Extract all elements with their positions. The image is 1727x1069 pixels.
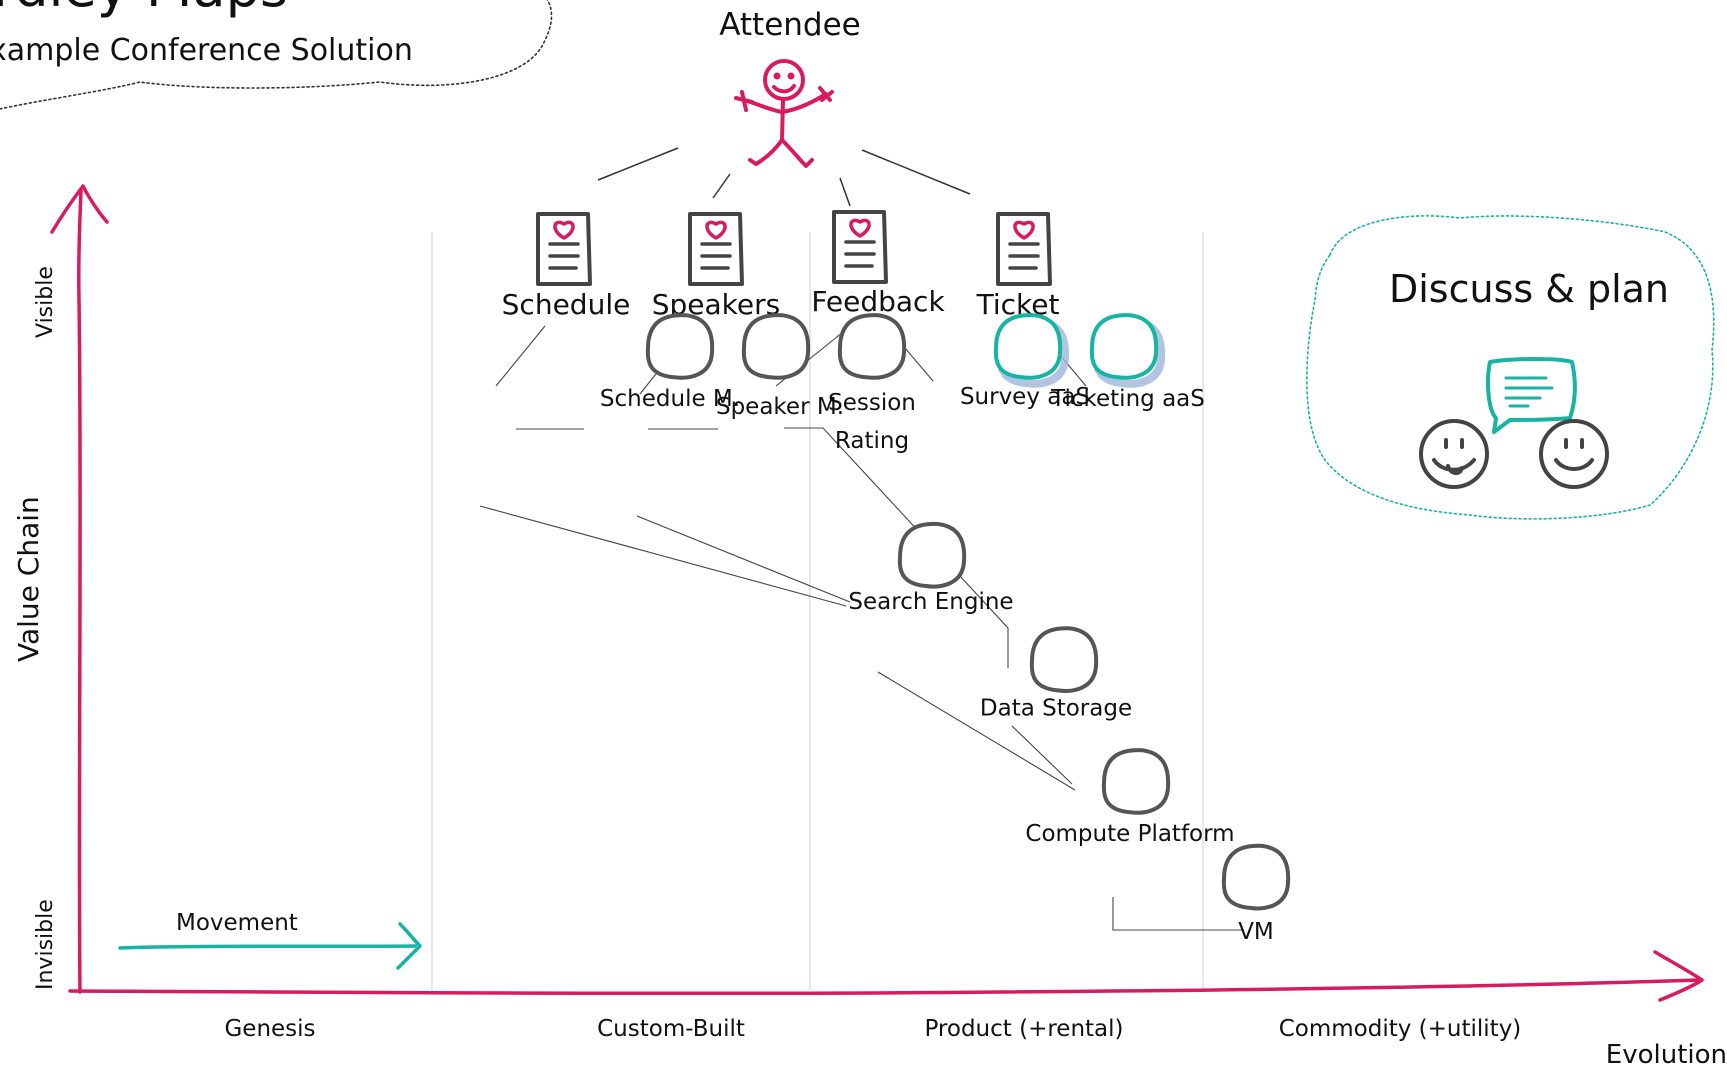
movement-legend: Movement	[118, 910, 422, 970]
link-sessionrating-datastorage	[784, 427, 1009, 668]
actor-attendee: Attendee	[719, 7, 861, 168]
x-axis-title: Evolution	[1606, 1040, 1727, 1069]
component-node	[1101, 748, 1171, 815]
link-actor-ticket	[861, 149, 971, 195]
component-survey-aas[interactable]: Survey aaS	[960, 313, 1090, 410]
component-label: Speaker M.	[716, 394, 844, 420]
link-compute-vm	[1112, 897, 1244, 931]
title-cloud: Wardley Maps Example Conference Solution	[0, 0, 553, 110]
person-icon	[734, 59, 834, 168]
component-node	[1221, 843, 1291, 911]
discuss-title: Discuss & plan	[1389, 267, 1669, 311]
component-label: Ticketing aaS	[1050, 386, 1205, 412]
document-heart-icon	[688, 212, 744, 286]
component-label: Survey aaS	[960, 384, 1090, 410]
link-actor-speakers	[712, 173, 731, 199]
component-label: Schedule M.	[600, 386, 740, 412]
smiley-right-icon	[1539, 419, 1609, 489]
component-node	[645, 313, 715, 380]
component-schedule-m[interactable]: Schedule M.	[600, 313, 740, 412]
actor-links	[597, 147, 971, 207]
component-node	[897, 521, 967, 589]
link-datastorage-compute	[1011, 725, 1073, 785]
document-heart-icon	[536, 212, 592, 286]
map-title: Wardley Maps	[0, 0, 288, 19]
stage-custom-built: Custom-Built	[597, 1016, 745, 1042]
y-axis-arrowhead	[50, 184, 109, 234]
component-node	[741, 313, 811, 380]
need-speakers: Speakers	[652, 212, 780, 321]
chat-bubble-icon	[1486, 357, 1577, 434]
y-axis: Value Chain Visible Invisible	[12, 184, 109, 994]
x-axis: Genesis Custom-Built Product (+rental) C…	[68, 950, 1727, 1069]
stage-product: Product (+rental)	[924, 1016, 1123, 1042]
need-label: Feedback	[811, 285, 945, 318]
discuss-cloud: Discuss & plan	[1306, 215, 1715, 520]
component-label: VM	[1238, 919, 1274, 945]
need-label: Schedule	[502, 288, 631, 321]
evolution-dividers	[431, 232, 1204, 990]
x-axis-line	[68, 978, 1702, 996]
link-speakerm-search	[636, 515, 851, 603]
link-schedule-schedulem	[495, 325, 546, 387]
link-actor-schedule	[597, 147, 679, 181]
y-axis-invisible: Invisible	[33, 899, 58, 990]
component-ticketing-aas[interactable]: Ticketing aaS	[1050, 313, 1205, 412]
movement-arrowhead	[396, 922, 422, 970]
movement-label: Movement	[176, 910, 298, 936]
y-axis-title: Value Chain	[12, 496, 45, 662]
need-feedback: Feedback	[811, 210, 945, 318]
movement-arrow-line	[118, 944, 417, 950]
y-axis-visible: Visible	[33, 266, 58, 338]
component-label: Search Engine	[848, 589, 1013, 615]
document-heart-icon	[996, 212, 1052, 286]
component-search-engine[interactable]: Search Engine	[848, 521, 1014, 615]
component-node	[837, 313, 907, 380]
component-label: Compute Platform	[1025, 821, 1234, 847]
link-schedulem-search	[479, 505, 847, 607]
component-data-storage[interactable]: Data Storage	[980, 626, 1132, 721]
component-node	[1089, 313, 1159, 380]
component-node	[993, 313, 1063, 380]
link-search-compute	[877, 671, 1076, 791]
need-ticket: Ticket	[976, 212, 1059, 321]
actor-label: Attendee	[719, 7, 861, 43]
stage-genesis: Genesis	[224, 1016, 315, 1042]
y-axis-line	[76, 188, 83, 994]
map-subtitle: Example Conference Solution	[0, 33, 413, 68]
link-actor-feedback	[839, 177, 851, 207]
component-node	[1029, 626, 1099, 693]
component-label: Session	[828, 390, 916, 416]
document-heart-icon	[832, 210, 888, 284]
components-layer: Schedule M.Speaker M.SessionRatingSurvey…	[600, 313, 1291, 945]
component-label: Data Storage	[980, 695, 1132, 721]
stage-commodity: Commodity (+utility)	[1279, 1016, 1522, 1042]
x-axis-arrowhead	[1653, 950, 1704, 1002]
component-label-line2: Rating	[835, 428, 909, 454]
component-vm[interactable]: VM	[1221, 843, 1291, 945]
discuss-cloud-outline	[1306, 215, 1715, 520]
need-schedule: Schedule	[502, 212, 631, 321]
component-speaker-m[interactable]: Speaker M.	[716, 313, 844, 420]
component-compute-platform[interactable]: Compute Platform	[1025, 748, 1235, 847]
smiley-left-icon	[1419, 419, 1489, 489]
